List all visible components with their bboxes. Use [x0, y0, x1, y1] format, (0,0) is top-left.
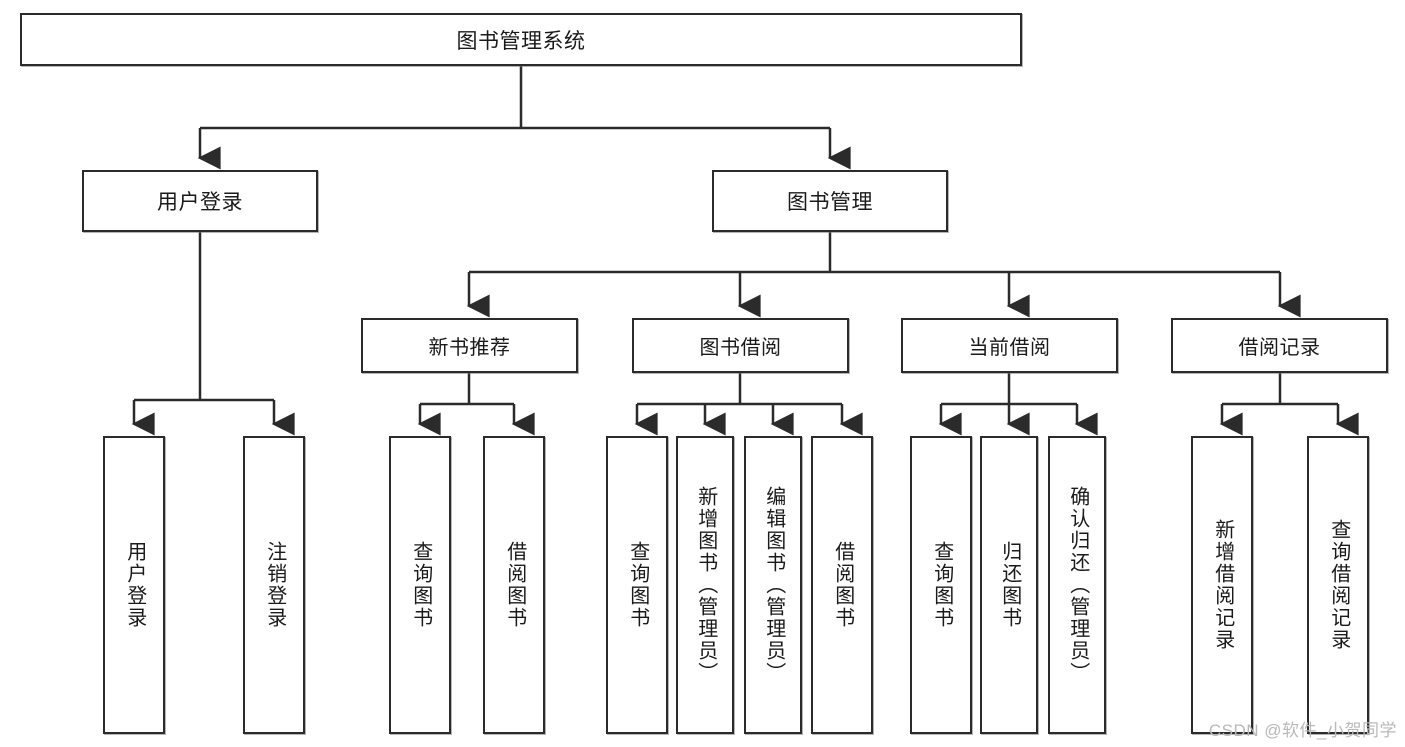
node-label: 借阅图书	[503, 541, 526, 629]
leaf-current-borrow-confirm-return-admin[interactable]: 确认归还（管理员）	[1048, 436, 1106, 734]
node-root-book-management-system[interactable]: 图书管理系统	[20, 13, 1022, 66]
node-label: 新书推荐	[428, 337, 511, 359]
node-current-borrow[interactable]: 当前借阅	[901, 318, 1118, 373]
watermark-text: CSDN @软件_小贺同学	[1208, 721, 1397, 740]
leaf-user-login-logout[interactable]: 注销登录	[243, 436, 305, 734]
node-label: 当前借阅	[968, 337, 1051, 359]
leaf-current-borrow-query-book[interactable]: 查询图书	[910, 436, 972, 734]
leaf-book-borrow-edit-book-admin[interactable]: 编辑图书（管理员）	[744, 436, 802, 734]
leaf-current-borrow-return-book[interactable]: 归还图书	[980, 436, 1038, 734]
leaf-book-borrow-query-book[interactable]: 查询图书	[606, 436, 668, 734]
node-label: 图书管理系统	[456, 29, 586, 53]
node-label: 查询图书	[930, 541, 953, 629]
node-borrow-record[interactable]: 借阅记录	[1171, 318, 1388, 373]
node-label: 借阅记录	[1238, 337, 1321, 359]
leaf-user-login-login[interactable]: 用户登录	[103, 436, 165, 734]
node-label: 查询图书	[409, 541, 432, 629]
node-label: 图书管理	[787, 191, 873, 214]
node-book-management[interactable]: 图书管理	[712, 170, 948, 232]
leaf-new-book-borrow-book[interactable]: 借阅图书	[483, 436, 545, 734]
node-user-login[interactable]: 用户登录	[82, 170, 318, 232]
node-label: 确认归还（管理员）	[1066, 486, 1089, 684]
leaf-new-book-query-book[interactable]: 查询图书	[389, 436, 451, 734]
leaf-book-borrow-borrow-book[interactable]: 借阅图书	[811, 436, 873, 734]
node-label: 归还图书	[998, 541, 1021, 629]
node-label: 编辑图书（管理员）	[762, 486, 785, 684]
node-label: 用户登录	[123, 541, 146, 629]
node-label: 图书借阅	[699, 337, 782, 359]
node-label: 查询借阅记录	[1327, 519, 1350, 651]
node-label: 注销登录	[263, 541, 286, 629]
leaf-borrow-record-add-record[interactable]: 新增借阅记录	[1191, 436, 1253, 734]
node-label: 新增图书（管理员）	[694, 486, 717, 684]
leaf-borrow-record-query-record[interactable]: 查询借阅记录	[1307, 436, 1369, 734]
node-new-book-recommend[interactable]: 新书推荐	[361, 318, 578, 373]
node-label: 用户登录	[157, 191, 243, 214]
leaf-book-borrow-add-book-admin[interactable]: 新增图书（管理员）	[676, 436, 734, 734]
node-book-borrow[interactable]: 图书借阅	[632, 318, 849, 373]
node-label: 借阅图书	[831, 541, 854, 629]
node-label: 查询图书	[626, 541, 649, 629]
node-label: 新增借阅记录	[1211, 519, 1234, 651]
